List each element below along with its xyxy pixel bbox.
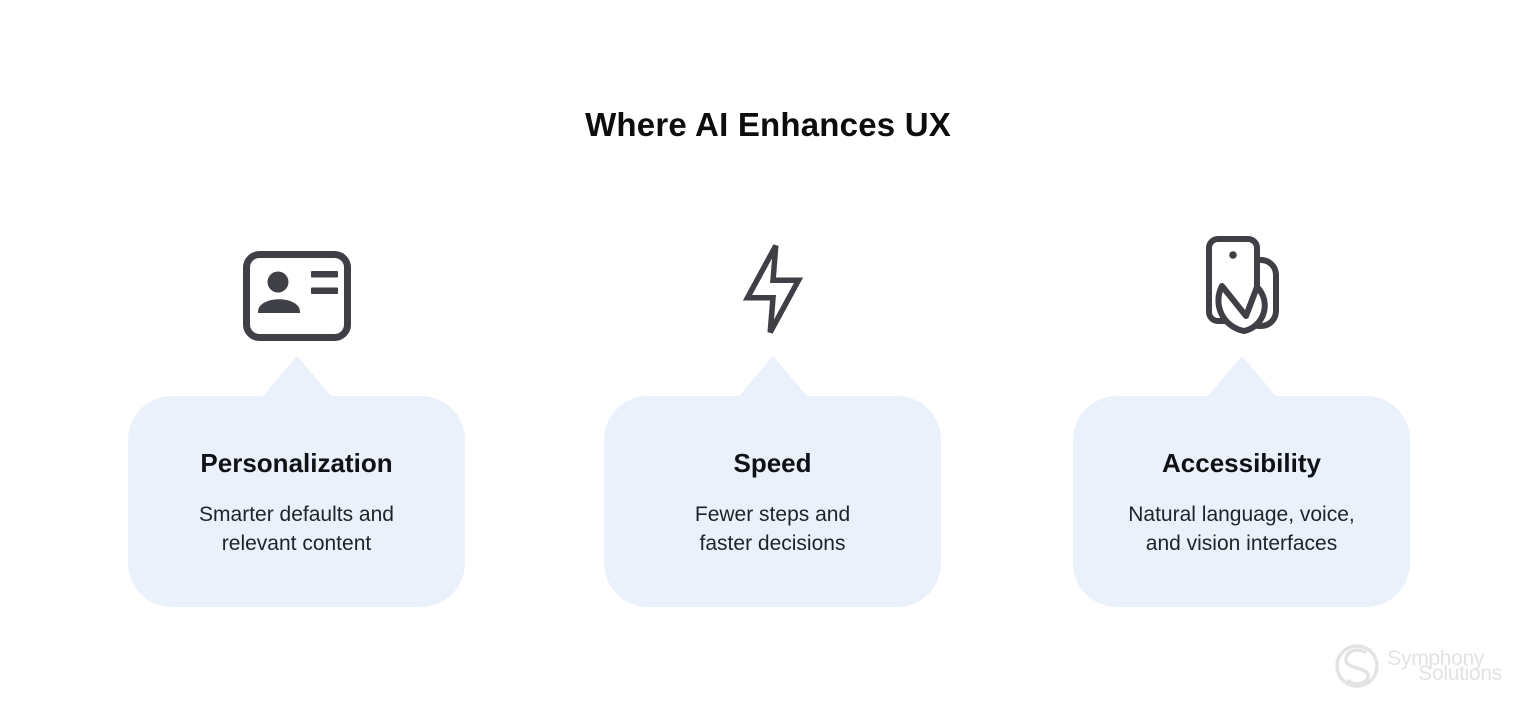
- card-pointer-arrow: [262, 356, 331, 396]
- card-pointer-arrow: [1207, 356, 1276, 396]
- card-description-line: and vision interfaces: [1145, 532, 1338, 555]
- accessibility-card: Accessibility Natural language, voice, a…: [1073, 236, 1410, 607]
- card-description-line: Fewer steps and: [694, 503, 851, 526]
- card-description-line: Smarter defaults and: [199, 503, 394, 526]
- logo-wordmark: Symphony Solutions: [1387, 647, 1502, 685]
- logo-text-solutions: Solutions: [1418, 662, 1502, 685]
- speed-card: Speed Fewer steps and faster decisions: [604, 244, 941, 607]
- card-description: Natural language, voice, and vision inte…: [1089, 500, 1394, 558]
- card-description: Fewer steps and faster decisions: [620, 500, 925, 558]
- card-heading: Personalization: [200, 448, 393, 478]
- lightning-bolt-icon: [739, 237, 807, 341]
- symphony-solutions-logo: Symphony Solutions: [1334, 643, 1502, 689]
- card-heading: Accessibility: [1162, 448, 1321, 478]
- id-card-icon: [242, 251, 351, 341]
- card-description-line: Natural language, voice,: [1128, 503, 1355, 526]
- logo-text-symphony: Symphony: [1387, 647, 1485, 670]
- personalization-card: Personalization Smarter defaults and rel…: [128, 251, 465, 607]
- symphony-swirl-icon: [1335, 644, 1379, 688]
- card-heading: Speed: [733, 448, 812, 478]
- card-pointer-arrow: [738, 356, 807, 396]
- card-description-line: relevant content: [221, 532, 372, 555]
- card-bubble: Accessibility Natural language, voice, a…: [1073, 396, 1410, 607]
- card-bubble: Personalization Smarter defaults and rel…: [128, 396, 465, 607]
- card-description: Smarter defaults and relevant content: [144, 500, 449, 558]
- card-bubble: Speed Fewer steps and faster decisions: [604, 396, 941, 607]
- phone-in-hand-icon: [1198, 229, 1286, 341]
- page-title: Where AI Enhances UX: [585, 106, 951, 143]
- card-description-line: faster decisions: [699, 532, 846, 555]
